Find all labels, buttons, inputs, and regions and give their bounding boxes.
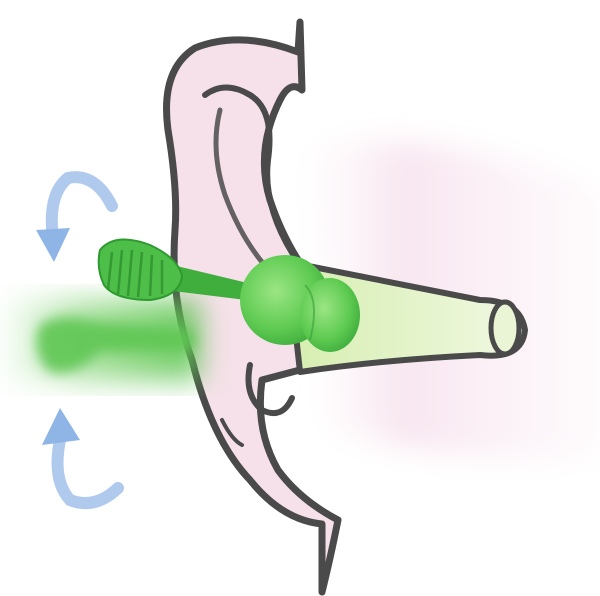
rotate-arrow-down-icon [42,408,118,503]
canal-opening [491,302,519,354]
earplug-motion-blur [0,300,200,380]
